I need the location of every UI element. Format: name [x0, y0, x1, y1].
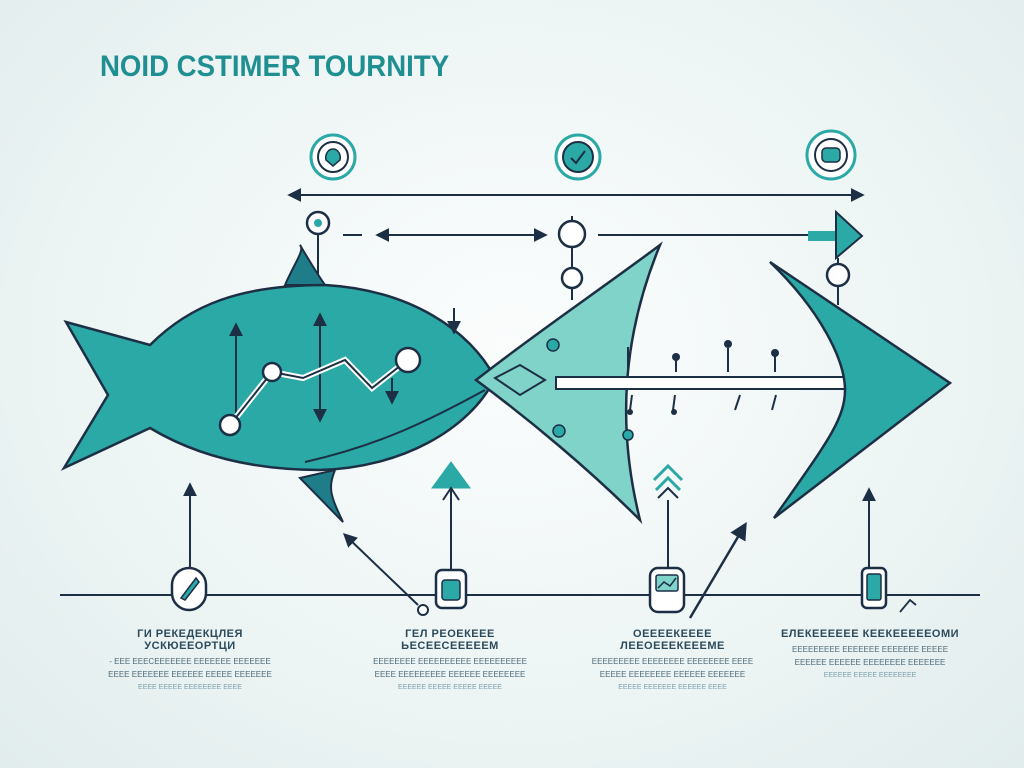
stage-3-heading: ОЕЕЕЕКЕЕЕЕ ЛЕЕОЕЕЕКЕЕЕМЕ [620, 628, 725, 652]
stage-1-caption: ГИ РЕКЕДЕКЦЛЕЯ УСКЮЕЕОРТЦИ - ЕЕЕ ЕЕЕСЕЕЕ… [100, 628, 280, 691]
spine-ticks [627, 347, 777, 411]
stage-4-caption: ЕЛЕКЕЕЕЕЕЕ КЕЕКЕЕЕЕЕОМИ ЕЕЕЕЕЕЕЕЕ ЕЕЕЕЕЕ… [780, 628, 960, 679]
stage-2-line-1: ЕЕЕЕЕЕЕЕ ЕЕЕЕЕЕЕЕЕЕ ЕЕЕЕЕЕЕЕЕЕ [373, 657, 527, 666]
flag-arrow-icon [808, 209, 864, 261]
stage-1-pen-icon [170, 566, 208, 612]
stage-3-line-2: ЕЕЕЕЕ ЕЕЕЕЕЕЕЕ ЕЕЕЕЕЕ ЕЕЕЕЕЕЕ [599, 670, 746, 679]
stage-4-heading: ЕЛЕКЕЕЕЕЕЕ КЕЕКЕЕЕЕЕОМИ [780, 628, 960, 640]
stage-4-line-1: ЕЕЕЕЕЕЕЕЕ ЕЕЕЕЕЕЕ ЕЕЕЕЕЕЕ ЕЕЕЕЕ [791, 645, 949, 654]
fish-line-chart [218, 312, 422, 437]
stage-1-heading: ГИ РЕКЕДЕКЦЛЕЯ УСКЮЕЕОРТЦИ [137, 628, 243, 652]
stage-4-device-icon [860, 566, 888, 610]
stage-2-heading: ГЕЛ РЕОЕКЕЕЕ ЬЕСЕЕСЕЕЕЕЕМ [401, 628, 499, 652]
stage-3-caption: ОЕЕЕЕКЕЕЕЕ ЛЕЕОЕЕЕКЕЕЕМЕ ЕЕЕЕЕЕЕЕЕ ЕЕЕЕЕ… [585, 628, 760, 691]
stage-4-line-2: ЕЕЕЕЕЕ ЕЕЕЕЕЕ ЕЕЕЕЕЕЕЕ ЕЕЕЕЕЕЕ [794, 658, 946, 667]
stage-1-line-2: ЕЕЕЕ ЕЕЕЕЕЕЕ ЕЕЕЕЕЕ ЕЕЕЕЕ ЕЕЕЕЕЕЕ [108, 670, 272, 679]
stage-2-line-2: ЕЕЕЕ ЕЕЕЕЕЕЕЕЕ ЕЕЕЕЕЕ ЕЕЕЕЕЕЕЕ [374, 670, 526, 679]
node-connector-right [825, 258, 851, 305]
stage-2-caption: ГЕЛ РЕОЕКЕЕЕ ЬЕСЕЕСЕЕЕЕЕМ ЕЕЕЕЕЕЕЕ ЕЕЕЕЕ… [360, 628, 540, 691]
stage-3-arrow-up [652, 463, 684, 572]
stage-2-line-3: ЕЕЕЕЕЕ ЕЕЕЕЕ ЕЕЕЕЕ ЕЕЕЕЕ [398, 684, 502, 691]
node-connector-center [557, 216, 587, 300]
stage-1-line-3: ЕЕЕЕ ЕЕЕЕЕ ЕЕЕЕЕЕЕЕ ЕЕЕЕ [138, 684, 242, 691]
stage-3-line-3: ЕЕЕЕЕ ЕЕЕЕЕЕЕ ЕЕЕЕЕЕ ЕЕЕЕ [618, 684, 727, 691]
checkmark-icon [554, 133, 602, 181]
stage-3-line-1: ЕЕЕЕЕЕЕЕЕ ЕЕЕЕЕЕЕЕ ЕЕЕЕЕЕЕЕ ЕЕЕЕ [591, 657, 754, 666]
rectangle-icon [805, 129, 857, 181]
stage-1-line-1: - ЕЕЕ ЕЕЕСЕЕЕЕЕЕЕ ЕЕЕЕЕЕЕ ЕЕЕЕЕЕЕ [109, 657, 271, 666]
location-pin-icon [309, 133, 357, 181]
right-arrow-shape [769, 260, 953, 519]
stage-2-arrow-up [431, 461, 471, 575]
stage-2-box-icon [434, 568, 468, 610]
stage-3-chart-icon [648, 566, 686, 614]
fish-shape [60, 244, 497, 523]
diagram-title: NOID CSTIMER TOURNITY [100, 50, 450, 83]
stage-4-line-3: ЕЕЕЕЕЕ ЕЕЕЕЕ ЕЕЕЕЕЕЕЕ [823, 672, 917, 679]
